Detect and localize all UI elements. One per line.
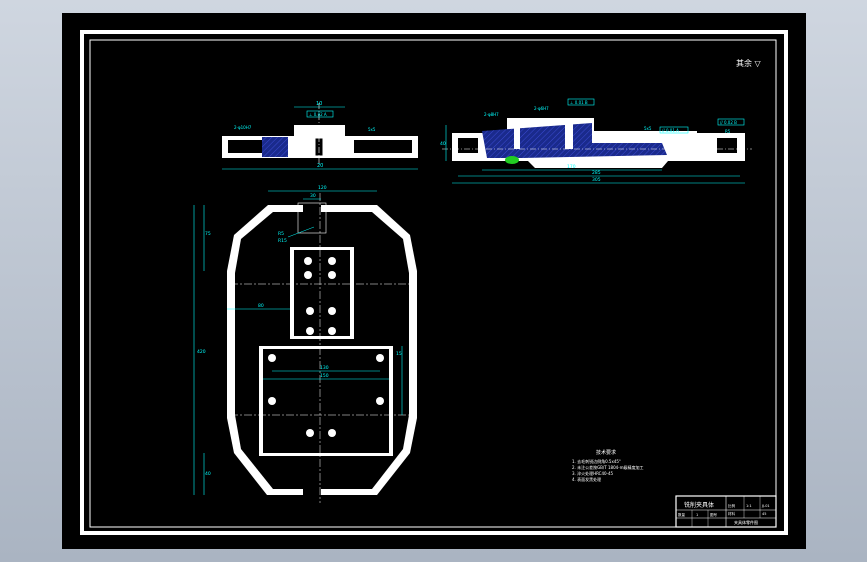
hole bbox=[376, 397, 384, 405]
front-view: 10 ⊥ 0.02 A 2-φ10H7 5x5 20 bbox=[222, 101, 418, 170]
side-view-bore-2 bbox=[565, 119, 573, 149]
plan-dim-inner-a-text: 130 bbox=[320, 365, 329, 371]
plan-dim-top-text: 120 bbox=[318, 185, 327, 191]
notes-heading: 技术要求 bbox=[596, 449, 616, 456]
plan-view: 120 30 420 75 40 80 130 150 15 R5 R15 bbox=[193, 185, 417, 503]
plan-lower-holes bbox=[268, 354, 384, 437]
side-view-slot-right bbox=[717, 138, 737, 153]
plan-dim-slot-text: 30 bbox=[310, 193, 316, 199]
hole bbox=[306, 429, 314, 437]
front-label-left: 2-φ10H7 bbox=[234, 125, 252, 130]
side-view-bore-3 bbox=[698, 139, 708, 153]
hole bbox=[328, 271, 336, 279]
front-view-slot-left bbox=[228, 140, 264, 153]
notes-item-2: 2. 未注公差按GB/T 1804-m级精度加工 bbox=[572, 464, 644, 470]
title-block-r1c2: 1:1 bbox=[746, 504, 752, 508]
side-frame-2-text: // 0.01 A bbox=[662, 128, 679, 133]
hole bbox=[328, 429, 336, 437]
side-dim-height-text: 40 bbox=[440, 141, 446, 147]
side-frame-3-text: // 0.02 B bbox=[720, 120, 737, 125]
drawing-canvas: 其余 ▽ 10 ⊥ 0.02 A 2-φ10H7 5x5 20 170 285 … bbox=[80, 30, 788, 535]
side-dim-2-text: 285 bbox=[592, 170, 601, 176]
side-dim-3-text: 305 bbox=[592, 177, 601, 183]
front-dim-bottom-text: 20 bbox=[317, 163, 323, 169]
front-dim-top-text: 10 bbox=[316, 101, 322, 107]
title-block-r2c4: JJ-01 bbox=[761, 504, 770, 508]
title-block-subtitle: 夹具体零件图 bbox=[734, 519, 758, 525]
title-block-r1c3: 材料 bbox=[728, 511, 736, 516]
side-label-left: 2-φ8H7 bbox=[484, 112, 499, 117]
hole bbox=[304, 257, 312, 265]
front-view-slot-right bbox=[354, 140, 412, 153]
side-frame-1 bbox=[567, 98, 595, 106]
plan-upper-block-inner bbox=[294, 250, 350, 336]
front-frame-1-text: ⊥ 0.02 A bbox=[309, 112, 327, 117]
notes-item-3: 3. 淬火处理HRC40-45 bbox=[572, 470, 614, 476]
side-frame-3 bbox=[717, 118, 745, 126]
cad-viewport[interactable]: 其余 ▽ 10 ⊥ 0.02 A 2-φ10H7 5x5 20 170 285 … bbox=[62, 13, 806, 549]
title-block-r1c4: 45 bbox=[762, 512, 766, 516]
title-block-r2c3: 图号 bbox=[710, 512, 718, 517]
plan-dim-left-lower-text: 40 bbox=[205, 471, 211, 477]
hole bbox=[268, 397, 276, 405]
plan-r-leader bbox=[287, 226, 315, 238]
plan-r-upper: R5 bbox=[278, 231, 284, 237]
plan-r-lower: R15 bbox=[278, 238, 287, 244]
corner-note: 其余 ▽ bbox=[736, 58, 762, 68]
title-block-r1c1: 比例 bbox=[728, 503, 736, 508]
plan-dim-inner-b-text: 150 bbox=[320, 373, 329, 379]
front-frame-1 bbox=[306, 110, 334, 118]
side-dim-1-text: 170 bbox=[567, 164, 576, 170]
side-view-highlight bbox=[505, 156, 519, 164]
hole bbox=[376, 354, 384, 362]
title-block-r2c1: 数量 bbox=[678, 512, 686, 517]
side-frame-2 bbox=[659, 126, 689, 134]
side-view-bore-1 bbox=[514, 119, 520, 149]
hole bbox=[328, 257, 336, 265]
title-block: 铣削夹具体 比例 1:1 材料 45 数量 1 图号 JJ-01 夹具体零件图 bbox=[675, 495, 777, 528]
plan-dim-left-upper-text: 75 bbox=[205, 231, 211, 237]
side-frame-1-text: ⊥ 0.01 B bbox=[570, 100, 588, 105]
hole bbox=[304, 271, 312, 279]
hole bbox=[306, 327, 314, 335]
side-view: 170 285 305 40 2-φ8H7 2-φ6H7 ⊥ 0.01 B //… bbox=[440, 98, 752, 184]
notes-item-4: 4. 表面发黑处理 bbox=[572, 476, 601, 482]
side-mark-2: R5 bbox=[725, 129, 731, 134]
notes-item-1: 1. 去毛刺锐边倒角0.5x45° bbox=[572, 458, 621, 464]
side-view-slot-left bbox=[458, 138, 478, 153]
side-mark-1: 5x5 bbox=[644, 126, 652, 131]
plan-upper-holes bbox=[304, 257, 336, 335]
title-block-r2c2: 1 bbox=[696, 513, 698, 517]
hole bbox=[328, 307, 336, 315]
front-chamfer: 5x5 bbox=[368, 127, 376, 132]
plan-top-slot-box bbox=[297, 202, 327, 234]
plan-lower-block-inner bbox=[263, 349, 389, 453]
plan-dim-overall-text: 420 bbox=[197, 349, 206, 355]
front-view-hatch bbox=[262, 137, 288, 157]
hole bbox=[268, 354, 276, 362]
inner-border bbox=[89, 39, 777, 528]
technical-notes: 技术要求 1. 去毛刺锐边倒角0.5x45° 2. 未注公差按GB/T 1804… bbox=[572, 449, 644, 482]
side-label-mid: 2-φ6H7 bbox=[534, 106, 549, 111]
plan-view-slot-bottom bbox=[303, 464, 321, 495]
outer-border bbox=[80, 30, 788, 535]
title-block-title: 铣削夹具体 bbox=[684, 501, 714, 509]
plan-dim-right-text: 15 bbox=[396, 351, 402, 357]
plan-dim-mid-text: 80 bbox=[258, 303, 264, 309]
plan-view-slot-top bbox=[303, 205, 321, 236]
hole bbox=[306, 307, 314, 315]
hole bbox=[328, 327, 336, 335]
